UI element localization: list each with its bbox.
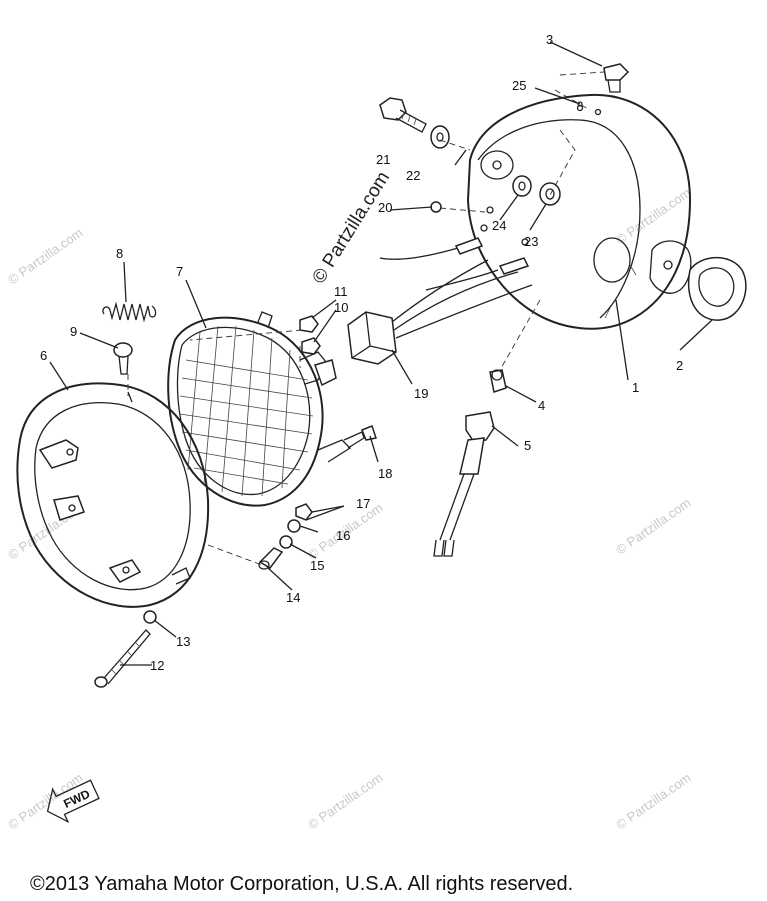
watermarks: © Partzilla.com © Partzilla.com © Partzi… (5, 168, 693, 833)
bulb-socket (433, 411, 495, 557)
nut-11 (299, 315, 319, 333)
bulb (489, 369, 507, 393)
callout-1: 1 (632, 380, 639, 395)
callout-9: 9 (70, 324, 77, 339)
screw-20 (430, 201, 442, 213)
watermark: © Partzilla.com (305, 770, 385, 833)
callout-10: 10 (334, 300, 348, 315)
spring (102, 301, 157, 323)
callout-13: 13 (176, 634, 190, 649)
callout-2: 2 (676, 358, 683, 373)
callout-numbers: 1 2 3 4 5 6 7 8 9 10 11 12 13 14 15 16 1… (40, 32, 683, 673)
sealed-beam-unit (167, 311, 365, 507)
callout-16: 16 (336, 528, 350, 543)
callout-6: 6 (40, 348, 47, 363)
watermark: © Partzilla.com (613, 770, 693, 833)
callout-20: 20 (378, 200, 392, 215)
callout-18: 18 (378, 466, 392, 481)
callout-3: 3 (546, 32, 553, 47)
washer-22 (430, 125, 450, 149)
callout-15: 15 (310, 558, 324, 573)
nut-23 (539, 182, 561, 206)
nut-10 (301, 337, 321, 355)
callout-12: 12 (150, 658, 164, 673)
nut-17 (295, 503, 313, 521)
callout-14: 14 (286, 590, 300, 605)
washer-24 (512, 175, 532, 197)
callout-21: 21 (376, 152, 390, 167)
spacer-14 (258, 547, 284, 570)
washer-15 (279, 535, 293, 549)
washer-13 (143, 610, 157, 624)
bolt-12 (94, 629, 151, 688)
callout-22: 22 (406, 168, 420, 183)
callout-24: 24 (492, 218, 506, 233)
side-bolt-21 (379, 97, 427, 133)
mark-25 (577, 101, 583, 107)
callout-17: 17 (356, 496, 370, 511)
callout-23: 23 (524, 234, 538, 249)
top-bolt (603, 63, 630, 93)
callout-19: 19 (414, 386, 428, 401)
callout-4: 4 (538, 398, 545, 413)
wire-connector (347, 237, 533, 365)
callout-11: 11 (334, 284, 348, 299)
watermark-center: © Partzilla.com (308, 168, 394, 288)
copyright-notice: ©2013 Yamaha Motor Corporation, U.S.A. A… (30, 873, 573, 895)
callout-25: 25 (512, 78, 526, 93)
grommet (687, 256, 747, 321)
screw-9 (113, 342, 133, 375)
leader-lines (49, 41, 713, 666)
callout-5: 5 (524, 438, 531, 453)
washer-16 (287, 519, 301, 533)
callout-7: 7 (176, 264, 183, 279)
watermark: © Partzilla.com (613, 185, 693, 248)
watermark: © Partzilla.com (613, 495, 693, 558)
lens-pattern (179, 325, 314, 497)
clip-18 (361, 425, 377, 441)
watermark: © Partzilla.com (5, 225, 85, 288)
callout-8: 8 (116, 246, 123, 261)
headlight-rim (16, 382, 210, 608)
